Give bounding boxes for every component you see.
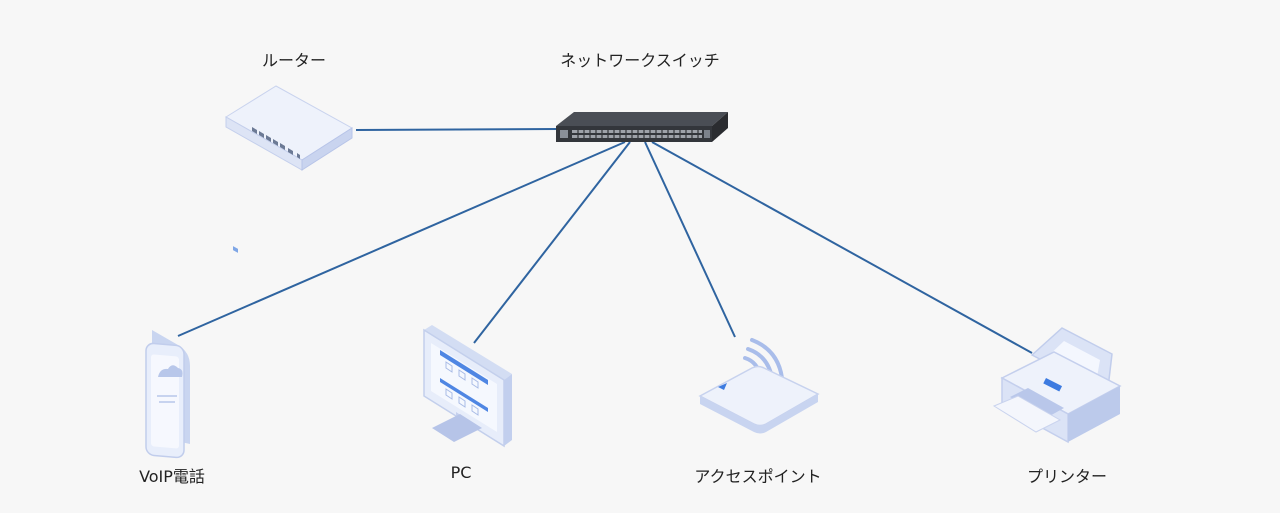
- pc-label: PC: [450, 463, 472, 482]
- link-router-switch: [355, 128, 559, 131]
- voip-phone-icon: [145, 330, 190, 459]
- printer-label: プリンター: [1026, 467, 1108, 486]
- connection-lines: [177, 128, 1033, 354]
- access-point-icon: [698, 338, 820, 434]
- link-switch-phone: [177, 141, 626, 337]
- router-label: ルーター: [261, 51, 327, 70]
- link-switch-ap: [644, 141, 736, 338]
- link-switch-pc: [473, 141, 631, 344]
- printer-icon: [992, 327, 1122, 444]
- link-switch-printer: [651, 141, 1033, 354]
- access-point-label: アクセスポイント: [694, 467, 822, 486]
- pc-monitor-icon: [423, 325, 512, 448]
- router-icon: [225, 85, 353, 253]
- voip-phone-label: VoIP電話: [139, 467, 205, 486]
- switch-label: ネットワークスイッチ: [560, 51, 720, 70]
- network-switch-icon: [556, 112, 728, 142]
